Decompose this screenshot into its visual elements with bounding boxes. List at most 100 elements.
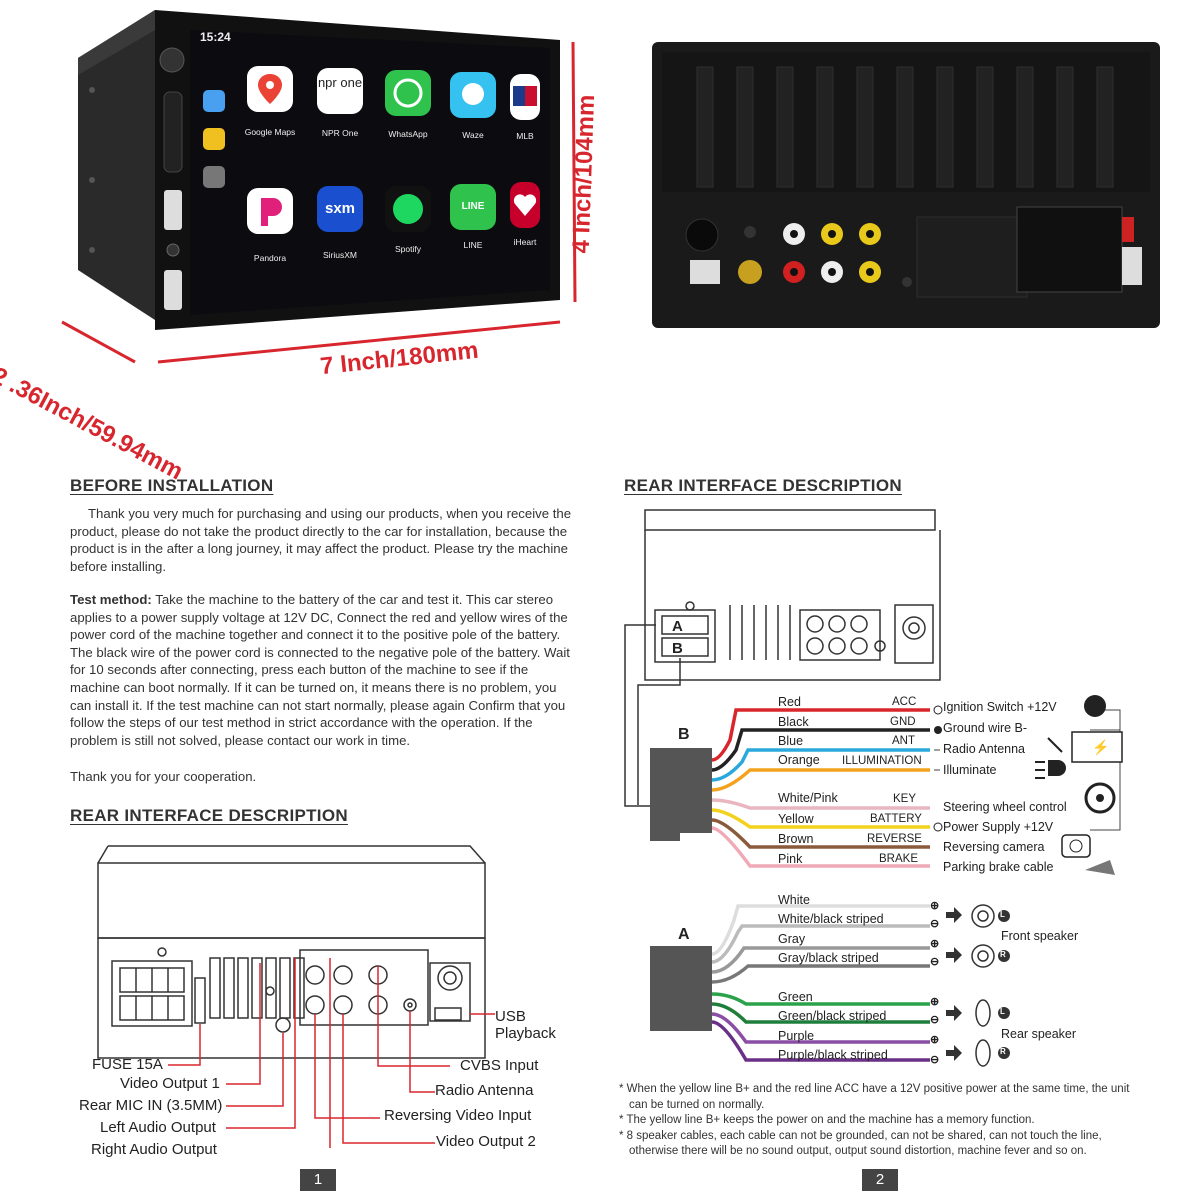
- svg-text:⊖: ⊖: [930, 1054, 939, 1066]
- svg-text:⊕: ⊕: [930, 1034, 939, 1046]
- note-2: * The yellow line B+ keeps the power on …: [619, 1114, 1035, 1126]
- svg-text:⊕: ⊕: [930, 900, 939, 912]
- carplay-screen: 15:24 npr one Google Maps NPR One WhatsA…: [195, 30, 545, 310]
- speaker-rear-r-tag: R: [1000, 1047, 1006, 1056]
- app-label: WhatsApp: [388, 129, 428, 139]
- test-method-text: Take the machine to the battery of the c…: [70, 592, 570, 748]
- page-number-2: 2: [862, 1169, 898, 1191]
- target-steering-wheel: Steering wheel control: [943, 800, 1067, 814]
- video-output-1-label: Video Output 1: [120, 1075, 220, 1092]
- speaker-front-r-tag: R: [1000, 950, 1006, 959]
- before-installation-title: BEFORE INSTALLATION: [70, 476, 274, 495]
- antenna-icon: [1047, 737, 1063, 753]
- installation-notes: * When the yellow line B+ and the red li…: [619, 1082, 1139, 1160]
- target-illuminate: Illuminate: [943, 763, 997, 777]
- wire-b-orange-label: Orange: [778, 753, 820, 767]
- svg-text:⊕: ⊕: [930, 996, 939, 1008]
- wire-a-green-label: Green: [778, 990, 813, 1004]
- wire-b-key-function: KEY: [893, 793, 917, 805]
- app-label: LINE: [463, 240, 483, 250]
- speaker-rear-l-tag: L: [1000, 1007, 1005, 1016]
- steering-wheel-icon: [1084, 782, 1116, 814]
- headlight-icon: [1035, 761, 1045, 779]
- wire-b-pink-label: Pink: [778, 852, 803, 866]
- target-radio-antenna: Radio Antenna: [943, 742, 1026, 756]
- usb-label: USB: [495, 1008, 526, 1025]
- svg-text:⊕: ⊕: [930, 938, 939, 950]
- front-speaker-label: Front speaker: [1001, 929, 1079, 943]
- wire-b-brake-function: BRAKE: [879, 853, 918, 865]
- connector-b-label: B: [678, 726, 690, 743]
- app-label: NPR One: [321, 128, 359, 138]
- wire-a-green-black-label: Green/black striped: [778, 1009, 887, 1023]
- rear-speaker-label: Rear speaker: [1001, 1027, 1077, 1041]
- wire-a-purple-black-label: Purple/black striped: [778, 1048, 888, 1062]
- rear-mic-label: Rear MIC IN (3.5MM): [79, 1097, 223, 1114]
- playback-label: Playback: [495, 1025, 556, 1042]
- ignition-icon: [1084, 695, 1106, 717]
- wire-b-blue-label: Blue: [778, 734, 804, 748]
- wire-b-red-label: Red: [778, 695, 801, 709]
- wire-b-gnd-function: GND: [890, 716, 916, 728]
- right-audio-output-label: Right Audio Output: [91, 1141, 217, 1158]
- wire-b-acc-function: ACC: [892, 696, 917, 708]
- app-label: Google Maps: [244, 127, 296, 137]
- svg-text:⊖: ⊖: [930, 1014, 939, 1026]
- thanks-text: Thank you for your cooperation.: [70, 769, 257, 784]
- wire-b-reverse-function: REVERSE: [867, 833, 922, 845]
- target-parking-brake: Parking brake cable: [943, 860, 1054, 874]
- unit-connector-label-b: B: [672, 640, 683, 657]
- spotify-app-icon: [385, 186, 431, 232]
- brake-icon: [1085, 860, 1115, 875]
- note-1: * When the yellow line B+ and the red li…: [619, 1083, 1130, 1111]
- google-maps-app-icon: [247, 66, 293, 112]
- app-label: MLB: [516, 131, 534, 141]
- reversing-video-input-label: Reversing Video Input: [384, 1107, 532, 1124]
- wire-a-gray-label: Gray: [778, 932, 806, 946]
- radio-antenna-label: Radio Antenna: [435, 1082, 534, 1099]
- wire-a-purple-label: Purple: [778, 1029, 815, 1043]
- wire-b-yellow-label: Yellow: [778, 812, 814, 826]
- svg-text:⊖: ⊖: [930, 956, 939, 968]
- target-power-supply: Power Supply +12V: [943, 820, 1054, 834]
- whatsapp-app-icon: [385, 70, 431, 116]
- video-output-2-label: Video Output 2: [436, 1133, 536, 1150]
- svg-text:⚡: ⚡: [1092, 739, 1109, 756]
- settings-dock-icon: [203, 166, 225, 188]
- mlb-app-icon: [510, 74, 540, 120]
- maps-dock-icon: [203, 90, 225, 112]
- rear-interface-title-1: REAR INTERFACE DESCRIPTION: [70, 806, 348, 825]
- wire-a-gray-black-label: Gray/black striped: [778, 951, 879, 965]
- connector-a-label: A: [678, 926, 690, 943]
- wire-a-white-black-label: White/black striped: [778, 912, 884, 926]
- speaker-icons: ⊕ ⊖ ⊕ ⊖ ⊕ ⊖ ⊕ ⊖: [930, 900, 1010, 1067]
- intro-paragraph: Thank you very much for purchasing and u…: [70, 506, 572, 574]
- screen-time: 15:24: [200, 30, 231, 44]
- app-label: Pandora: [253, 253, 287, 263]
- note-3: * 8 speaker cables, each cable can not b…: [619, 1129, 1102, 1158]
- wire-b-black-label: Black: [778, 715, 809, 729]
- app-label: Waze: [462, 130, 484, 140]
- rear-interface-diagram-1: [97, 845, 495, 1148]
- target-icons-b: ⚡: [1035, 695, 1123, 875]
- rear-interface-title-2: REAR INTERFACE DESCRIPTION: [624, 476, 902, 495]
- wire-b-ant-function: ANT: [892, 735, 915, 747]
- left-audio-output-label: Left Audio Output: [100, 1119, 216, 1136]
- wire-a-white-label: White: [778, 893, 810, 907]
- page-number-1: 1: [300, 1169, 336, 1191]
- product-rear-photo: [652, 42, 1160, 328]
- siriusxm-app-icon: sxm: [317, 186, 363, 232]
- npr-one-app-icon: npr one: [317, 68, 363, 114]
- cvbs-input-label: CVBS Input: [460, 1057, 539, 1074]
- dimension-lines: [61, 41, 577, 364]
- app-label: Spotify: [395, 244, 421, 254]
- camera-icon: [1061, 834, 1091, 858]
- app-label: iHeart: [513, 237, 537, 247]
- app-label: SiriusXM: [322, 250, 357, 260]
- test-method-label: Test method:: [70, 592, 152, 607]
- iheart-app-icon: [510, 182, 540, 228]
- target-ignition-switch: Ignition Switch +12V: [943, 700, 1057, 714]
- fuse-label: FUSE 15A: [92, 1056, 163, 1073]
- unit-connector-label-a: A: [672, 618, 683, 635]
- svg-text:⊖: ⊖: [930, 918, 939, 930]
